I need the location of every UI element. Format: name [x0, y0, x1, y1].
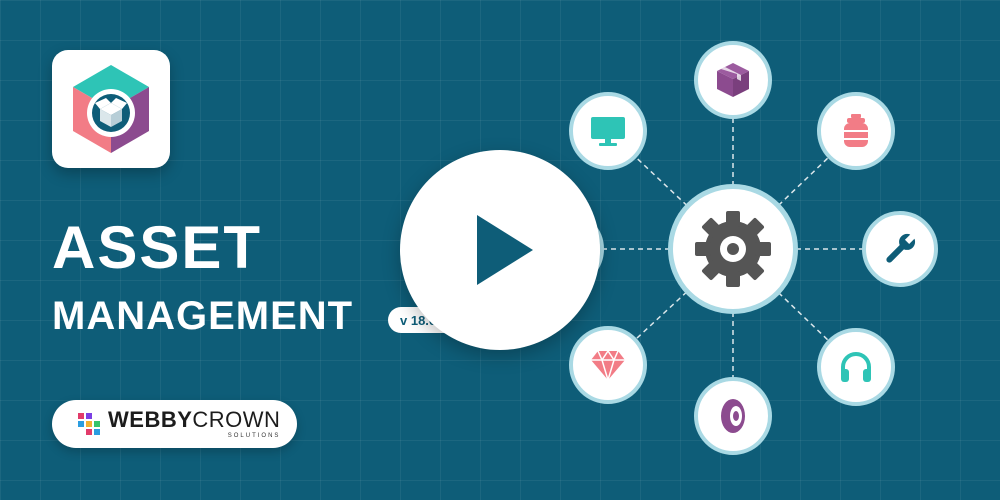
monitor-icon [591, 117, 625, 146]
hub-center [668, 184, 798, 314]
gas-cylinder-icon [844, 114, 868, 147]
brand-name-part2: CROWN [192, 407, 281, 432]
page-title-line2: MANAGEMENT [52, 294, 354, 338]
node-headphones [817, 328, 895, 406]
node-tire [694, 377, 772, 455]
brand-logo: WEBBYCROWN SOLUTIONS [52, 400, 297, 448]
node-gas-cylinder [817, 92, 895, 170]
brand-cube-icon [78, 413, 100, 435]
page-title-line1: ASSET [52, 214, 263, 281]
diamond-icon [591, 349, 625, 383]
node-package [694, 41, 772, 119]
headphones-icon [841, 352, 871, 382]
package-icon [717, 63, 749, 97]
package-hexagon-icon [73, 65, 149, 153]
node-wrench [862, 211, 938, 287]
wrench-icon [886, 233, 916, 263]
node-diamond [569, 326, 647, 404]
brand-name-part1: WEBBY [108, 407, 193, 432]
tire-icon [721, 399, 745, 433]
node-monitor [569, 92, 647, 170]
brand-subtitle: SOLUTIONS [227, 433, 281, 439]
gear-icon [695, 211, 771, 287]
play-button[interactable] [400, 150, 600, 350]
play-icon [477, 215, 533, 285]
app-logo [52, 50, 170, 168]
